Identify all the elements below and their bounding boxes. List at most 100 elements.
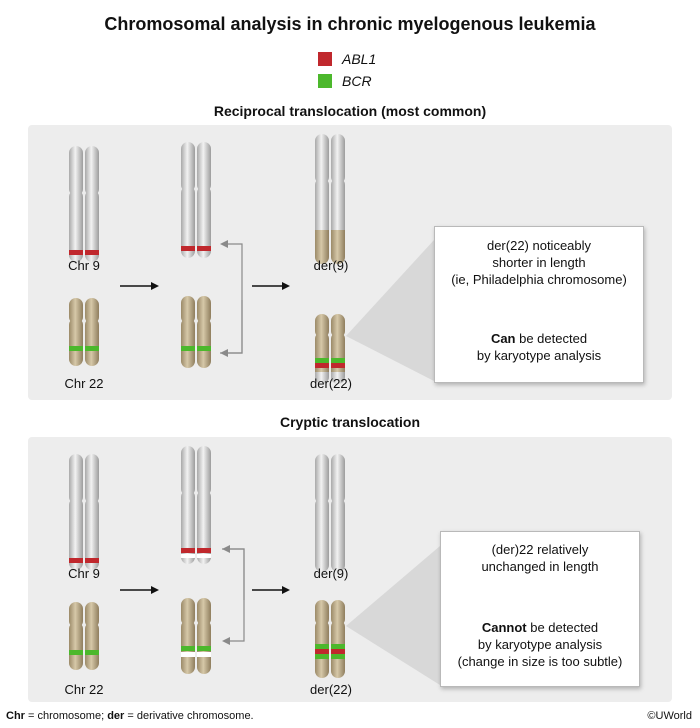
chr9-break-cryptic-lower-right bbox=[197, 490, 211, 564]
label-chr9-cryptic: Chr 9 bbox=[68, 566, 100, 581]
bcr-band bbox=[85, 346, 99, 351]
der9-cryptic-lower-left bbox=[315, 498, 329, 572]
callout-arrow-space bbox=[441, 575, 639, 619]
section-title-reciprocal: Reciprocal translocation (most common) bbox=[213, 103, 487, 119]
chr9-break-cryptic-upper-right bbox=[197, 446, 211, 496]
abl1-band bbox=[331, 363, 345, 368]
chr9-break-cryptic-lower-left bbox=[181, 490, 195, 564]
bcr-band bbox=[315, 644, 329, 649]
chromatid-segment bbox=[197, 296, 211, 324]
section-title-cryptic: Cryptic translocation bbox=[279, 414, 421, 430]
callout-line: (der)22 relatively bbox=[491, 542, 589, 557]
label-der9-cryptic: der(9) bbox=[313, 566, 349, 581]
callout-line: (ie, Philadelphia chromosome) bbox=[451, 272, 627, 287]
chromatid-segment bbox=[69, 146, 83, 196]
chromatid-segment bbox=[181, 598, 195, 626]
chromatid-segment bbox=[331, 230, 345, 264]
chromatid-segment bbox=[85, 602, 99, 628]
footer-chr-term: Chr bbox=[6, 710, 25, 722]
chr9-break-reciprocal-upper-left bbox=[181, 142, 195, 192]
exchange-bracket-upper-reciprocal bbox=[220, 240, 243, 354]
chr22-reciprocal-lower-right bbox=[85, 318, 99, 366]
label-chr9-reciprocal: Chr 9 bbox=[68, 258, 100, 273]
chr9-reciprocal-upper-left bbox=[69, 146, 83, 196]
chromatid-segment bbox=[69, 298, 83, 324]
footer-note: Chr = chromosome; der = derivative chrom… bbox=[6, 710, 254, 722]
chromatid-segment bbox=[85, 454, 99, 504]
der22-reciprocal-upper-right bbox=[331, 314, 345, 338]
abl1-band bbox=[69, 558, 83, 563]
chromatid-segment bbox=[181, 318, 195, 368]
chr22-break-cryptic-upper-right bbox=[197, 598, 211, 626]
chromatid-segment bbox=[315, 498, 329, 572]
chr22-break-reciprocal-upper-right bbox=[197, 296, 211, 324]
der22-reciprocal-lower-left bbox=[315, 332, 329, 384]
chr9-cryptic-upper-right bbox=[85, 454, 99, 504]
chromatid-segment bbox=[197, 318, 211, 368]
callout-line: (change in size is too subtle) bbox=[457, 654, 623, 669]
chr22-cryptic-upper-left bbox=[69, 602, 83, 628]
copyright: ©UWorld bbox=[647, 710, 692, 722]
exchange-bracket-upper-cryptic bbox=[222, 545, 245, 600]
chromatid-segment bbox=[197, 186, 211, 258]
abl1-band bbox=[69, 250, 83, 255]
bcr-band bbox=[331, 654, 345, 659]
der22-reciprocal-upper-left bbox=[315, 314, 329, 338]
bcr-band bbox=[197, 646, 211, 651]
chromatid-segment bbox=[197, 446, 211, 496]
chromatid-segment bbox=[315, 230, 329, 264]
chromatid-segment bbox=[181, 446, 195, 496]
callout-bold: Cannot bbox=[481, 620, 527, 635]
chr22-cryptic-upper-right bbox=[85, 602, 99, 628]
chromatid-segment bbox=[315, 314, 329, 338]
abl1-band bbox=[315, 649, 329, 654]
callout-line: unchanged in length bbox=[481, 559, 599, 574]
label-der9-reciprocal: der(9) bbox=[313, 258, 349, 273]
abl1-band bbox=[85, 558, 99, 563]
chromatid-segment bbox=[331, 454, 345, 504]
chr22-reciprocal-upper-right bbox=[85, 298, 99, 324]
callout-cryptic: (der)22 relatively unchanged in length C… bbox=[440, 531, 640, 687]
label-der22-cryptic: der(22) bbox=[310, 682, 352, 697]
legend-swatch-abl1 bbox=[318, 52, 332, 66]
exchange-bracket-lower-cryptic bbox=[222, 548, 245, 645]
callout-bold: Can bbox=[490, 331, 516, 346]
chromatid-segment bbox=[331, 134, 345, 184]
abl1-band bbox=[197, 548, 211, 553]
label-der22-reciprocal: der(22) bbox=[310, 376, 352, 391]
callout-wedge-reciprocal bbox=[346, 240, 434, 381]
chr22-cryptic-lower-left bbox=[69, 622, 83, 670]
bcr-band bbox=[315, 654, 329, 659]
label-chr22-cryptic: Chr 22 bbox=[64, 682, 104, 697]
chr22-break-reciprocal-lower-right bbox=[197, 318, 211, 368]
legend-label-bcr: BCR bbox=[342, 73, 372, 89]
chromatid-segment bbox=[69, 498, 83, 570]
chr22-break-cryptic-upper-left bbox=[181, 598, 195, 626]
chromatid-segment bbox=[69, 190, 83, 262]
bcr-band bbox=[69, 650, 83, 655]
chromatid-segment bbox=[181, 142, 195, 192]
bcr-band bbox=[181, 346, 195, 351]
chr22-reciprocal-lower-left bbox=[69, 318, 83, 366]
callout-line: Can be detected bbox=[435, 330, 643, 347]
der22-cryptic-lower-right bbox=[331, 620, 345, 678]
chromatid-segment bbox=[197, 598, 211, 626]
legend-swatch-bcr bbox=[318, 74, 332, 88]
chr9-reciprocal-upper-right bbox=[85, 146, 99, 196]
chromatid-segment bbox=[331, 314, 345, 338]
chromatid-segment bbox=[315, 372, 329, 384]
callout-rest: be detected bbox=[526, 620, 599, 635]
chr22-break-reciprocal-lower-left bbox=[181, 318, 195, 368]
chr9-break-reciprocal-upper-right bbox=[197, 142, 211, 192]
chromatid-segment bbox=[331, 498, 345, 572]
der9-cryptic-upper-left bbox=[315, 454, 329, 504]
abl1-band bbox=[331, 649, 345, 654]
chromatid-segment bbox=[315, 134, 329, 184]
legend-label-abl1: ABL1 bbox=[342, 51, 377, 67]
label-chr22-reciprocal: Chr 22 bbox=[64, 376, 104, 391]
bcr-band bbox=[331, 644, 345, 649]
chr22-reciprocal-upper-left bbox=[69, 298, 83, 324]
exchange-bracket-lower-reciprocal bbox=[220, 300, 243, 357]
chr9-reciprocal-lower-right bbox=[85, 190, 99, 262]
bcr-band bbox=[315, 358, 329, 363]
